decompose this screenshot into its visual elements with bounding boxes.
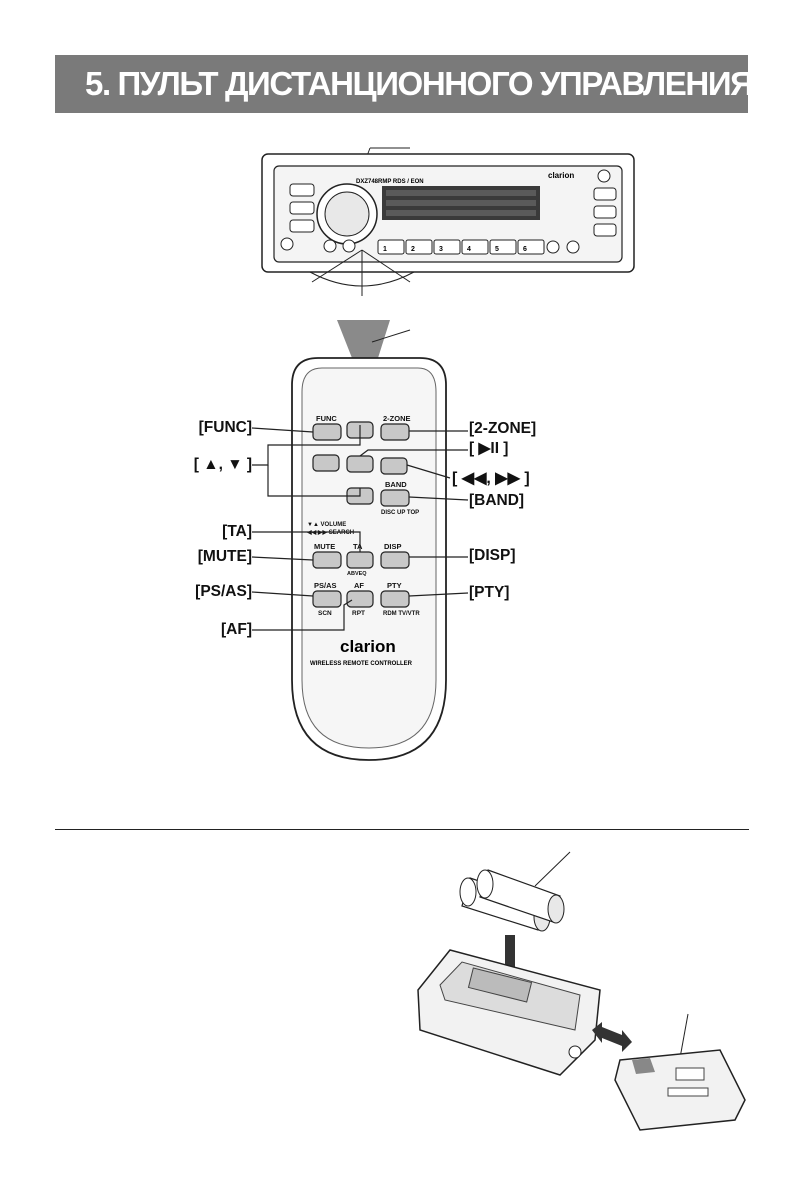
- callout-rew-ff: [ ◀◀, ▶▶ ]: [452, 470, 530, 487]
- remote-pty-label: PTY: [387, 581, 402, 590]
- svg-text:3: 3: [439, 246, 443, 253]
- callout-ta: [TA]: [222, 523, 252, 540]
- remote-psas-sub: SCN: [318, 610, 332, 617]
- remote-brand: clarion: [340, 637, 396, 656]
- callout-pty: [PTY]: [469, 584, 510, 601]
- remote-mute-label: MUTE: [314, 542, 335, 551]
- section-divider: [55, 829, 749, 830]
- callout-2zone: [2-ZONE]: [469, 420, 537, 437]
- svg-text:6: 6: [523, 246, 527, 253]
- remote-af-sub: RPT: [352, 610, 365, 617]
- callout-lines: [251, 425, 469, 631]
- remote-volume-label: ▼▲ VOLUME: [307, 522, 346, 528]
- remote-2zone-label: 2-ZONE: [383, 414, 411, 423]
- callout-psas: [PS/AS]: [195, 583, 252, 600]
- remote-beam: [337, 320, 411, 358]
- title-banner: 5. ПУЛЬТ ДИСТАНЦИОННОГО УПРАВЛЕНИЯ: [55, 55, 754, 113]
- callout-func: [FUNC]: [198, 419, 252, 436]
- callout-mute: [MUTE]: [197, 548, 252, 565]
- page-title: 5. ПУЛЬТ ДИСТАНЦИОННОГО УПРАВЛЕНИЯ: [85, 65, 754, 102]
- remote-psas-label: PS/AS: [314, 581, 337, 590]
- remote-band-sub: DISC UP TOP: [381, 510, 419, 516]
- callout-disp: [DISP]: [469, 547, 516, 564]
- remote-disp-label: DISP: [384, 542, 402, 551]
- remote-figure: FUNC 2-ZONE BAND DISC UP TOP ▼▲ VOLUME ◀…: [291, 357, 447, 761]
- head-unit-figure: DXZ748RMP RDS / EON clarion 1 2 3 4 5 6: [261, 147, 635, 296]
- remote-ta-sub: ABVEQ: [347, 571, 367, 577]
- remote-af-label: AF: [354, 581, 364, 590]
- callout-play-pause: [ ▶II ]: [469, 440, 509, 457]
- battery-figure: [417, 851, 746, 1131]
- svg-text:2: 2: [411, 246, 415, 253]
- remote-ta-label: TA: [353, 542, 363, 551]
- callout-band: [BAND]: [469, 492, 525, 509]
- remote-func-label: FUNC: [316, 414, 337, 423]
- svg-text:5: 5: [495, 246, 499, 253]
- head-unit-brand: clarion: [548, 171, 574, 180]
- remote-pty-sub: RDM TV/VTR: [383, 611, 420, 617]
- svg-text:1: 1: [383, 246, 387, 253]
- callout-up-down: [ ▲, ▼ ]: [193, 456, 252, 473]
- remote-caption: WIRELESS REMOTE CONTROLLER: [310, 661, 413, 667]
- svg-text:4: 4: [467, 246, 471, 253]
- head-unit-model: DXZ748RMP RDS / EON: [356, 179, 424, 185]
- preset-buttons: 1 2 3 4 5 6: [377, 239, 545, 255]
- remote-band-label: BAND: [385, 480, 407, 489]
- callout-af: [AF]: [221, 621, 252, 638]
